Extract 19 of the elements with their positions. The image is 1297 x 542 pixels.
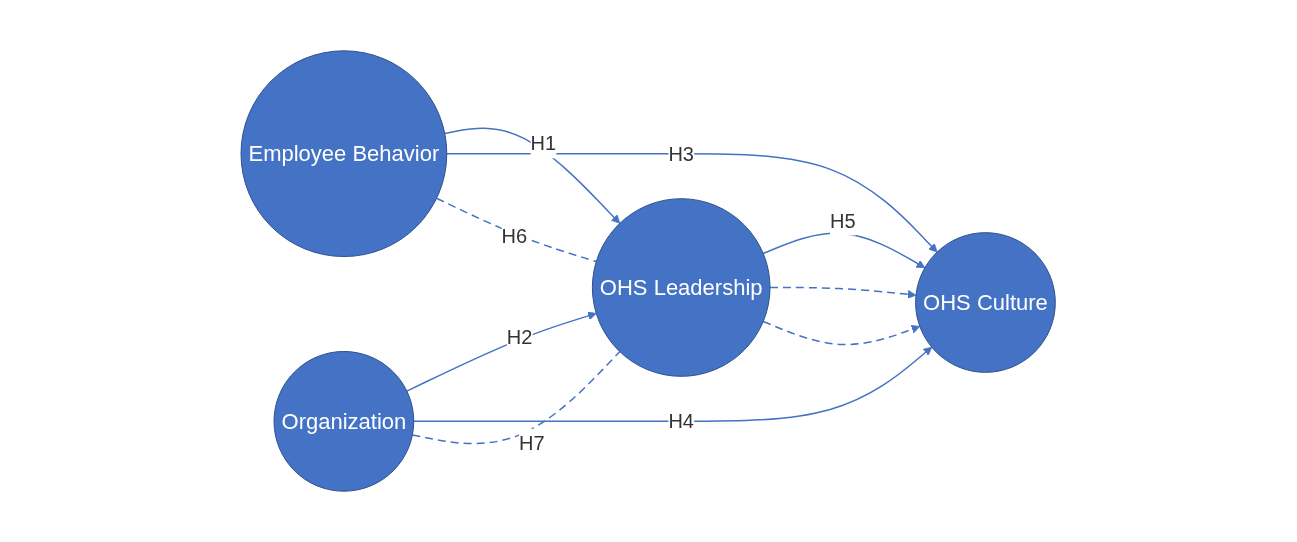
arrow	[406, 311, 597, 392]
edge-label: H7	[519, 432, 546, 455]
connector	[412, 350, 621, 445]
edge-label: H2	[507, 325, 533, 348]
arrow	[444, 127, 621, 224]
node-circle: Organization	[273, 350, 415, 492]
connector	[436, 197, 598, 263]
arrow	[413, 346, 933, 423]
edge-label: H3	[668, 142, 695, 165]
arrow	[446, 152, 938, 253]
arrow	[769, 286, 917, 299]
node-circle: OHS Culture	[915, 232, 1057, 373]
edge-label: H6	[501, 224, 528, 247]
edge-label: H4	[668, 410, 695, 433]
node-circle: Employee Behavior	[240, 50, 448, 258]
edge-label: H1	[530, 132, 557, 155]
arrow	[762, 320, 921, 346]
edge-label: H5	[830, 209, 856, 232]
node-circle: OHS Leadership	[592, 198, 771, 377]
